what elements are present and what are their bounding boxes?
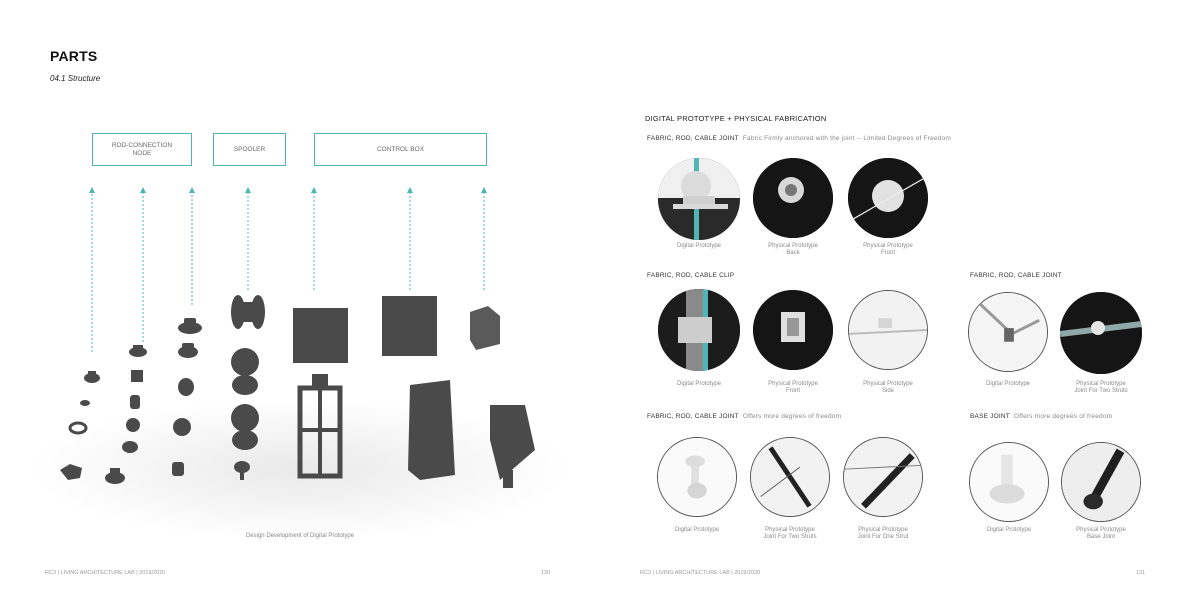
leader-lines (89, 187, 487, 352)
section-3-title: FABRIC, ROD, CABLE JOINT (970, 272, 1062, 279)
caption: Physical Prototype Front (863, 243, 913, 256)
photo-circle (848, 290, 928, 370)
page-number: 131 (1136, 570, 1146, 576)
photo-circle (658, 289, 740, 371)
photo-circle (657, 437, 737, 517)
section-4-desc: Offers more degrees of freedom (742, 413, 842, 420)
section-5-title: BASE JOINT (970, 413, 1010, 420)
label-control-box-text: CONTROL BOX (376, 145, 425, 153)
section-1-desc: Fabric Firmly anchored with the joint --… (742, 135, 951, 142)
photo-circle (750, 437, 830, 517)
caption: Physical Prototype Joint For Two Struts (1074, 381, 1128, 394)
label-spooler-text: SPOOLER (233, 145, 266, 153)
caption: Physical Prototype Joint For One Strut (857, 527, 909, 540)
section-5-desc: Offers more degrees of freedom (1013, 413, 1113, 420)
caption: Physical Prototype Base Joint (1076, 527, 1126, 540)
section-2-title: FABRIC, ROD, CABLE CLIP (647, 272, 735, 279)
caption: Physical Prototype Back (768, 243, 818, 256)
photo-circle (753, 158, 833, 238)
photo-circle (843, 437, 923, 517)
caption: Physical Prototype Joint For Two Struts (763, 527, 817, 540)
right-page: DIGITAL PROTOTYPE + PHYSICAL FABRICATION… (595, 0, 1190, 595)
section-title-2: FABRIC, ROD, CABLE CLIP (647, 272, 734, 279)
label-control-box: CONTROL BOX (314, 133, 487, 166)
caption: Digital Prototype (659, 243, 739, 250)
caption-text: Digital Prototype (676, 243, 722, 249)
footer-text: RC3 | LIVING ARCHITECTURE LAB | 2019/202… (45, 570, 166, 576)
page-title: PARTS (50, 48, 98, 64)
caption: Physical Prototype Side (863, 381, 913, 394)
spooler-parts (231, 295, 265, 480)
footer-text: RC3 | LIVING ARCHITECTURE LAB | 2019/202… (640, 570, 761, 576)
section-4-title: FABRIC, ROD, CABLE JOINT (647, 413, 739, 420)
caption: Digital Prototype (676, 381, 722, 387)
photo-circle (969, 442, 1049, 522)
caption: Digital Prototype (985, 381, 1031, 387)
section-1-title: FABRIC, ROD, CABLE JOINT (647, 135, 739, 142)
page-subtitle: 04.1 Structure (50, 74, 101, 83)
left-page: PARTS 04.1 Structure ROD-CONNECTION NODE… (30, 48, 570, 576)
control-box-parts (293, 296, 535, 488)
small-parts (60, 318, 202, 484)
fabrication-heading: DIGITAL PROTOTYPE + PHYSICAL FABRICATION (645, 114, 827, 123)
photo-circle (968, 292, 1048, 372)
photo-circle (848, 158, 928, 238)
label-rod-connection-node: ROD-CONNECTION NODE (92, 133, 192, 166)
page-number: 130 (541, 570, 551, 576)
label-rod-connection-node-text: ROD-CONNECTION NODE (111, 141, 173, 157)
caption: Digital Prototype (674, 527, 720, 533)
photo-circle (1061, 442, 1141, 522)
illustration-caption: Design Development of Digital Prototype (245, 533, 355, 539)
parts-illustration (30, 187, 570, 540)
photo-circle (1060, 292, 1142, 374)
photo-circle (658, 158, 740, 240)
caption: Physical Prototype Front (768, 381, 818, 394)
caption: Digital Prototype (986, 527, 1032, 533)
label-spooler: SPOOLER (213, 133, 286, 166)
section-title-3: FABRIC, ROD, CABLE JOINT (970, 272, 1062, 279)
photo-circle (753, 290, 833, 370)
